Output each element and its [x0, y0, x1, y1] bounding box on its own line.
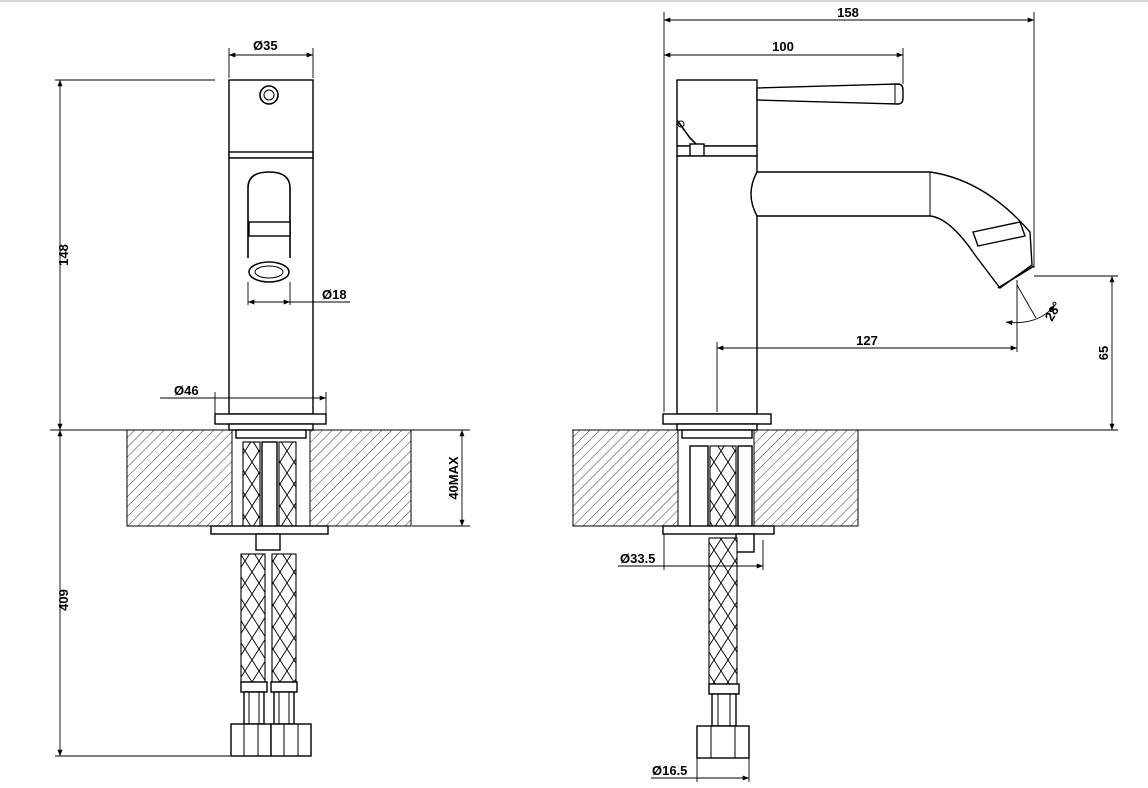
side-hose [708, 537, 738, 685]
front-collar [228, 151, 314, 159]
front-spout-ring [248, 221, 291, 237]
dim-counter-thickness: 40MAX [446, 456, 461, 500]
dim-side-shank-diameter: Ø33.5 [620, 551, 655, 566]
dim-front-top-diameter: Ø35 [253, 38, 278, 53]
front-washer [210, 525, 329, 535]
side-lever [756, 83, 904, 105]
front-lever-end-icon [259, 85, 279, 105]
dim-side-spout-reach: 127 [856, 333, 878, 348]
side-handle-block [676, 79, 758, 147]
dim-front-base-diameter: Ø46 [174, 383, 199, 398]
front-view: Ø35 148 409 40MAX Ø18 Ø46 [50, 38, 470, 757]
dim-side-overall-width: 158 [837, 5, 859, 20]
front-nut-left [230, 723, 272, 757]
side-nut [696, 725, 750, 759]
dim-side-spout-angle: 28° [1042, 299, 1065, 324]
dim-side-spout-height: 65 [1096, 346, 1111, 360]
side-base-plate [662, 413, 772, 425]
dim-front-spout-diameter: Ø18 [322, 287, 347, 302]
front-hose-right [271, 553, 297, 683]
front-body [228, 157, 314, 415]
front-base-plate [214, 413, 327, 425]
dim-side-hose-diameter: Ø16.5 [652, 763, 687, 778]
side-washer [662, 525, 775, 535]
front-hose-left [240, 553, 266, 683]
side-view: 158 100 127 65 28° Ø33.5 Ø16.5 [572, 5, 1118, 782]
front-handle-block [228, 79, 314, 157]
dim-front-below-counter: 409 [56, 589, 71, 611]
dim-front-height: 148 [56, 244, 71, 266]
front-nut-right [270, 723, 312, 757]
dim-side-handle-reach: 100 [772, 39, 794, 54]
front-aerator [248, 261, 290, 283]
front-spout [247, 171, 291, 258]
